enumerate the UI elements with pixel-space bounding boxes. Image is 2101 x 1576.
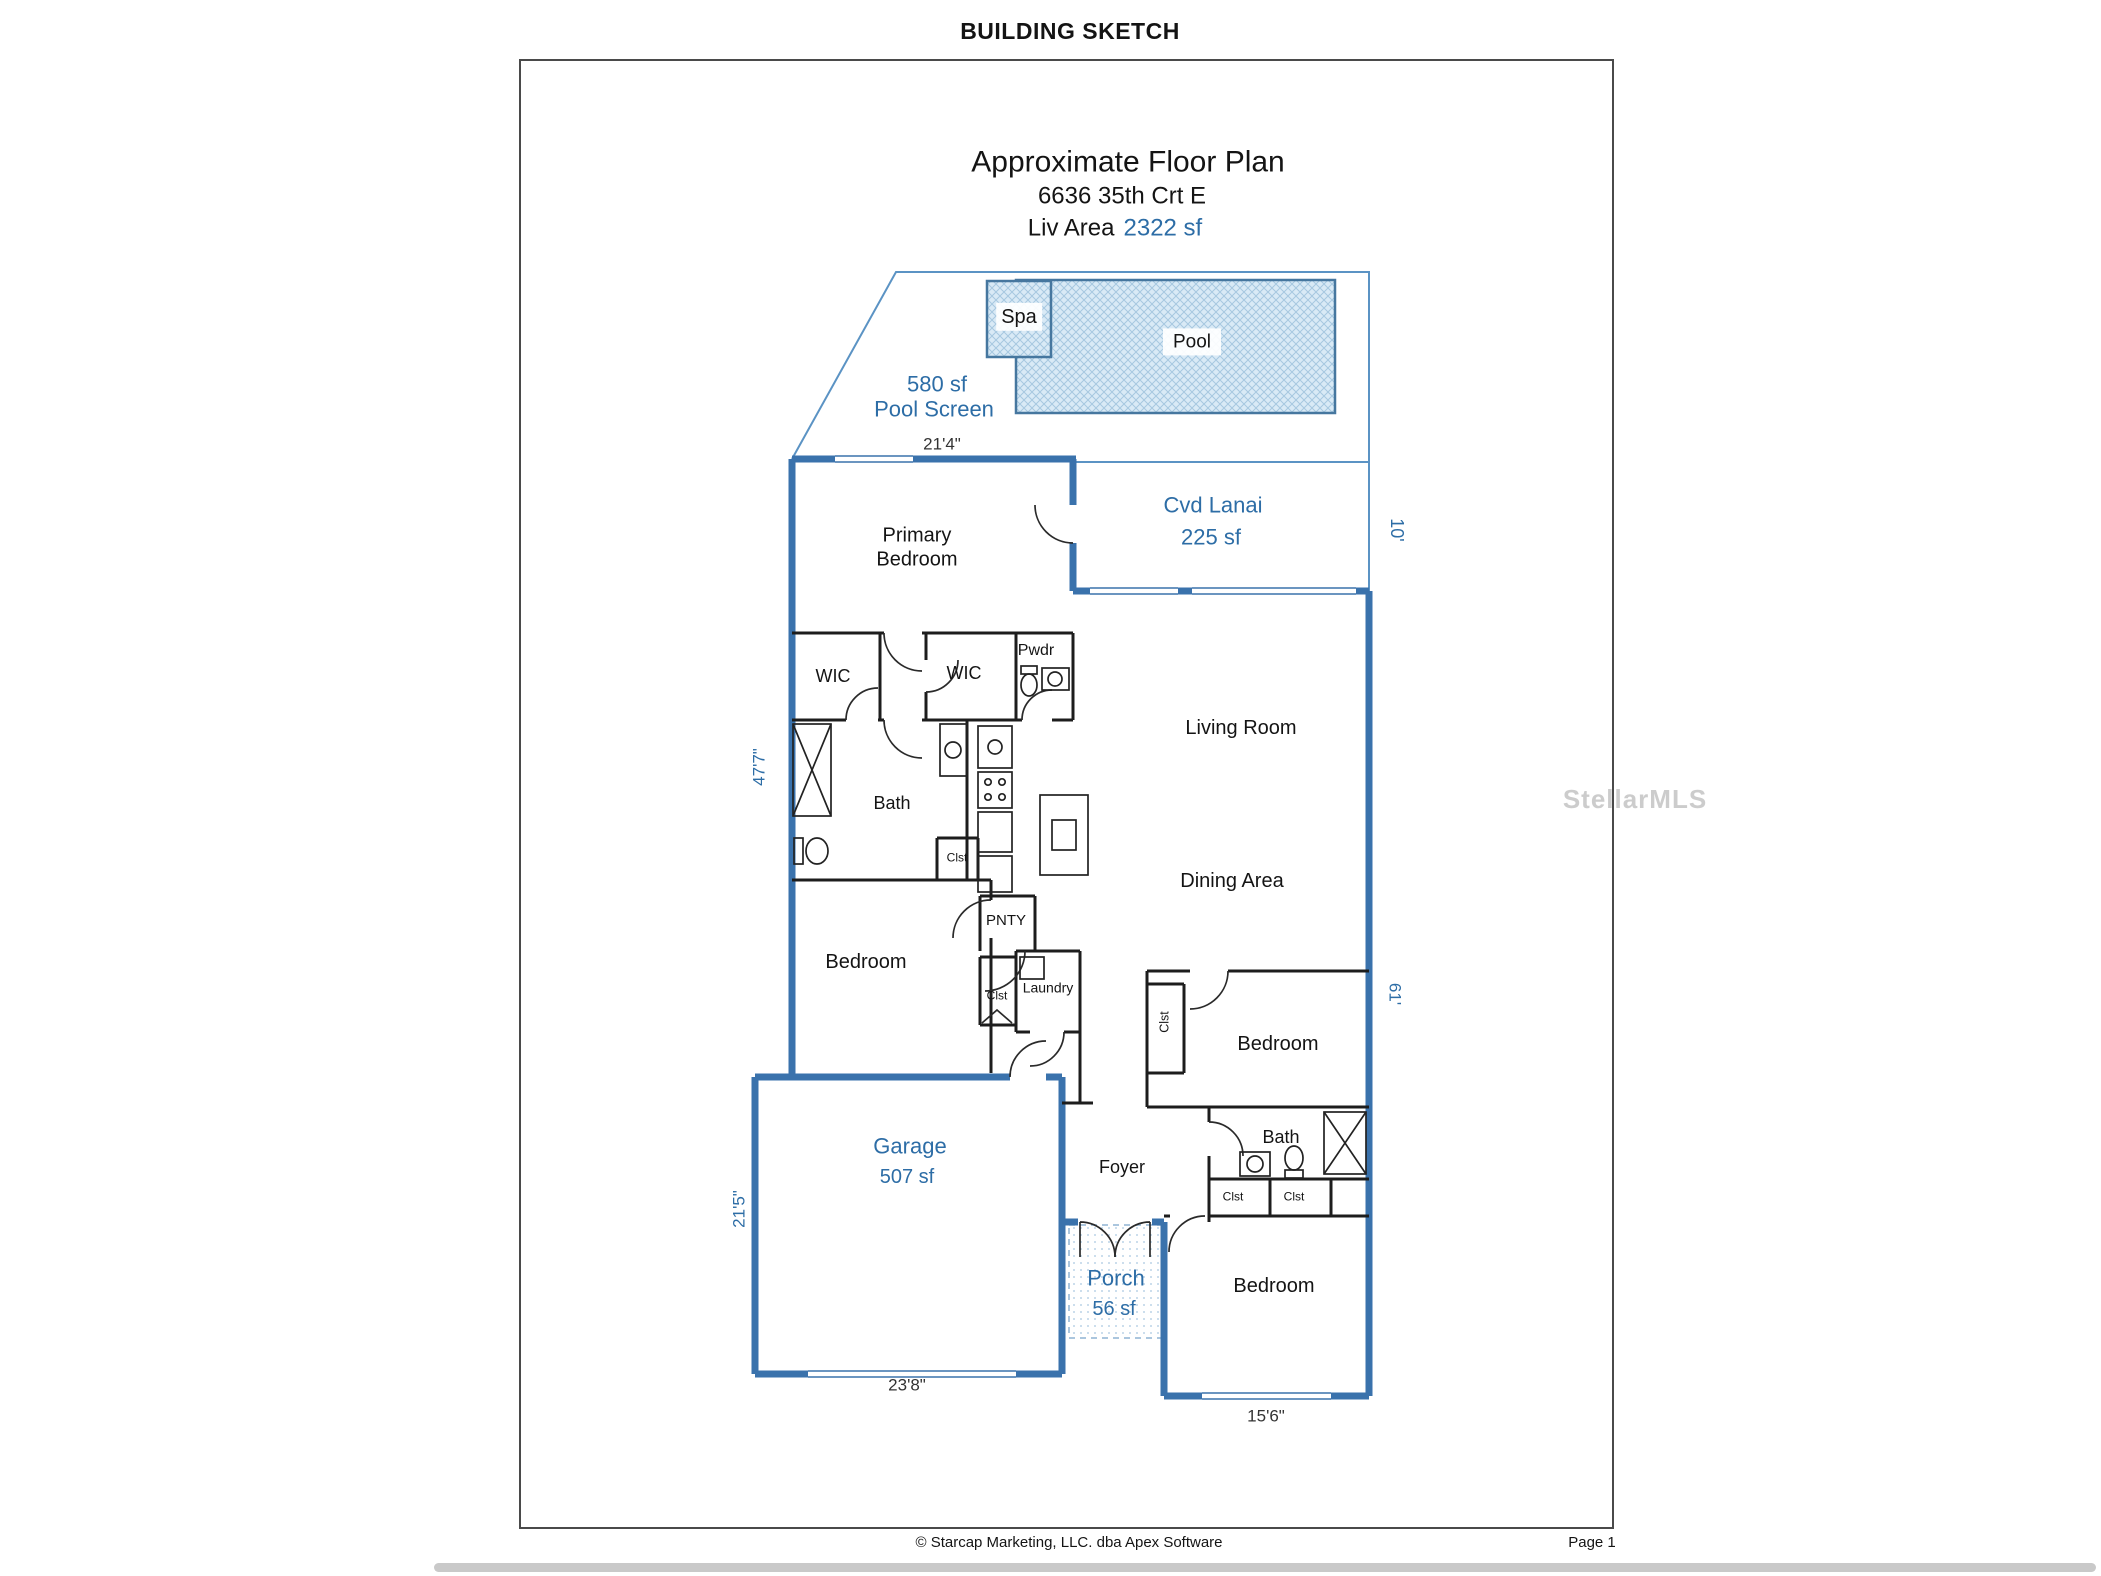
porch-area: [1068, 1224, 1165, 1339]
dim-garage-bottom: 23'8": [888, 1375, 926, 1395]
property-boundary: [519, 59, 1614, 1529]
room-label-clst-hall: Clst: [946, 850, 968, 865]
room-label-garage-size: 507 sf: [879, 1165, 935, 1188]
room-label-foyer: Foyer: [1098, 1157, 1146, 1178]
room-label-wic-left: WIC: [815, 666, 851, 687]
pool-screen-label: Pool Screen: [874, 396, 994, 422]
pool-screen-size: 580 sf: [907, 371, 967, 397]
dim-garage-left: 21'5": [729, 1190, 749, 1228]
room-label-bath-2: Bath: [1262, 1127, 1300, 1148]
room-label-bedroom-bottom: Bedroom: [1233, 1274, 1315, 1297]
room-label-bath-main: Bath: [873, 793, 911, 814]
interior-walls: [792, 631, 1369, 1222]
room-label-garage: Garage: [873, 1133, 947, 1159]
liv-area-line: Liv Area 2322 sf: [1028, 213, 1202, 242]
tub-fixture: [1323, 1111, 1367, 1175]
dim-pool-screen-width: 21'4": [923, 434, 961, 454]
room-label-clst-laundry: Clst: [986, 988, 1008, 1003]
pool-label: Pool: [1162, 328, 1222, 356]
shower-fixture: [792, 723, 832, 817]
room-label-primary-bedroom: Primary Bedroom: [876, 524, 958, 571]
exterior-walls: [751, 455, 1373, 1400]
dim-bedroom-bottom-width: 15'6": [1247, 1406, 1285, 1426]
spa-label: Spa: [996, 302, 1042, 332]
liv-area-value: 2322 sf: [1123, 214, 1203, 242]
plan-title: Approximate Floor Plan: [971, 145, 1285, 179]
room-label-dining-area: Dining Area: [1180, 869, 1284, 892]
watermark: StellarMLS: [1562, 784, 1708, 815]
room-label-clst-foyer-left: Clst: [1222, 1189, 1244, 1204]
pool-screen-enclosure: [791, 271, 1370, 591]
room-label-laundry: Laundry: [1022, 979, 1074, 996]
liv-area-label: Liv Area: [1027, 214, 1115, 242]
room-label-wic-right: WIC: [946, 663, 982, 684]
room-label-pwdr: Pwdr: [1017, 642, 1055, 660]
footer-copyright: © Starcap Marketing, LLC. dba Apex Softw…: [915, 1533, 1223, 1551]
fixtures: [792, 665, 1367, 1179]
footer-page-number: Page 1: [1568, 1533, 1616, 1551]
lanai-size: 225 sf: [1181, 524, 1241, 550]
lanai-label: Cvd Lanai: [1163, 492, 1263, 518]
door-arcs: [845, 504, 1244, 1258]
room-label-clst-foyer-right: Clst: [1283, 1189, 1305, 1204]
dim-left-upper: 47'7": [749, 748, 769, 786]
room-label-pantry: PNTY: [985, 911, 1027, 929]
room-label-bedroom-left: Bedroom: [825, 950, 907, 973]
dim-right-side: 61': [1385, 982, 1405, 1006]
room-label-clst-bedroom-right: Clst: [1157, 1011, 1172, 1033]
room-label-bedroom-right: Bedroom: [1237, 1032, 1319, 1055]
windows: [808, 454, 1356, 1401]
dim-lanai-depth: 10': [1386, 518, 1407, 542]
porch-size: 56 sf: [1092, 1297, 1136, 1320]
page-title: BUILDING SKETCH: [960, 17, 1180, 44]
room-label-living-room: Living Room: [1185, 716, 1297, 739]
horizontal-scrollbar[interactable]: [434, 1563, 2096, 1572]
porch-label: Porch: [1087, 1265, 1145, 1291]
plan-address: 6636 35th Crt E: [1037, 182, 1207, 210]
